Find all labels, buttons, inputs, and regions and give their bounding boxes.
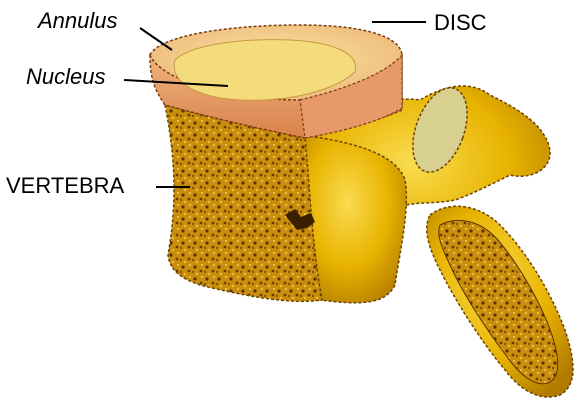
- annulus-leader-line: [140, 28, 172, 50]
- vertebra-label: VERTEBRA: [6, 175, 124, 197]
- annulus-label: Annulus: [38, 10, 118, 32]
- disc-label: DISC: [434, 12, 487, 34]
- nucleus-label: Nucleus: [26, 66, 105, 88]
